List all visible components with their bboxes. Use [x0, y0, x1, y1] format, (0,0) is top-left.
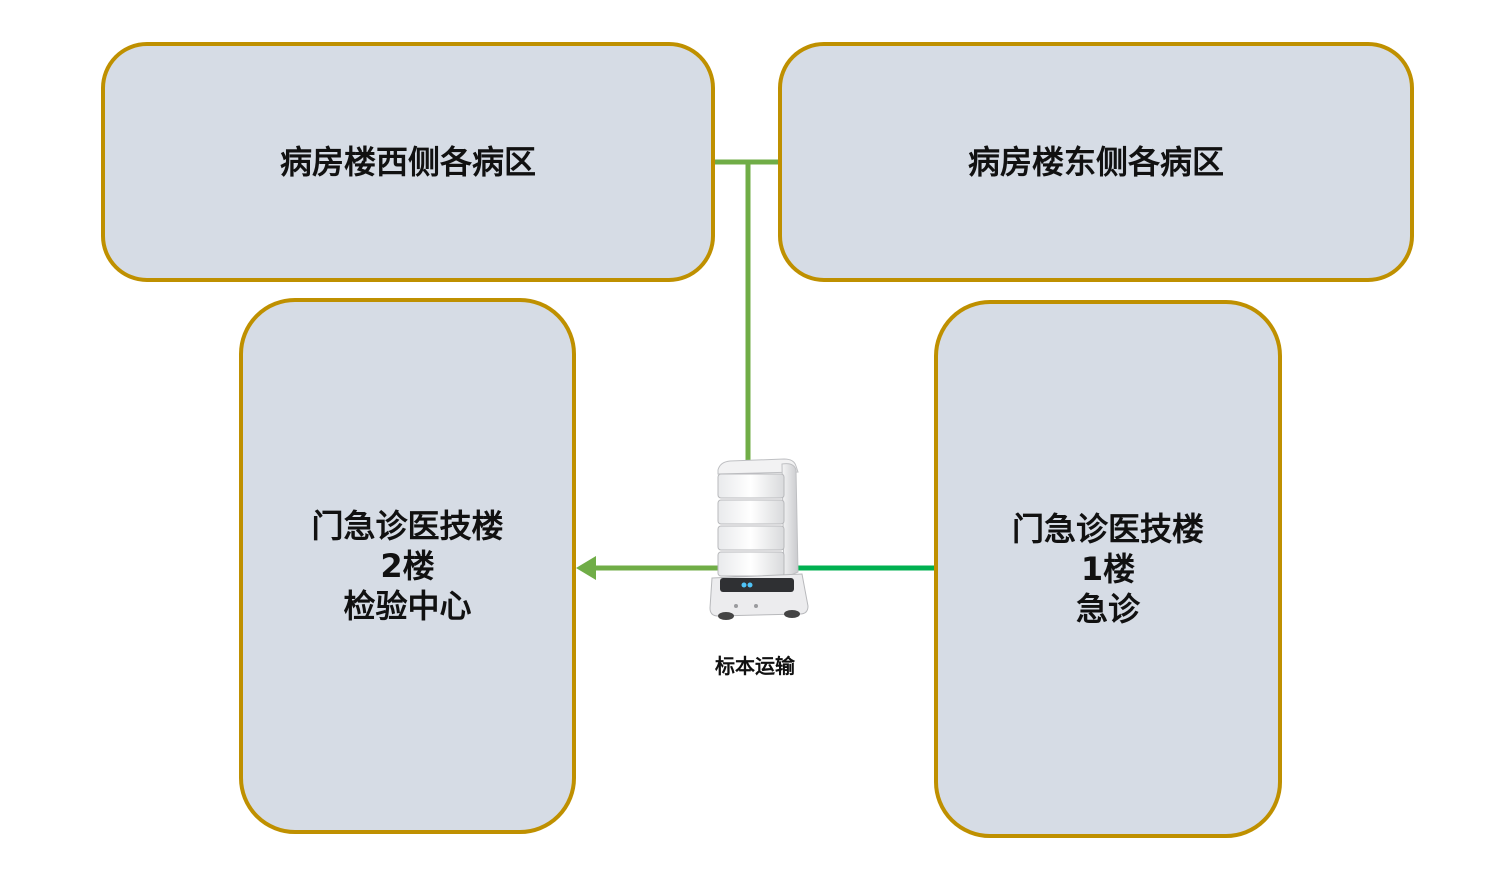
lab-center-label: 门急诊医技楼 2楼 检验中心 — [311, 506, 503, 626]
ward-east-node: 病房楼东侧各病区 — [778, 42, 1414, 282]
lab-center-line-1: 门急诊医技楼 — [311, 507, 504, 545]
emergency-node: 门急诊医技楼 1楼 急诊 — [934, 300, 1282, 838]
lab-center-line-3: 检验中心 — [343, 587, 472, 625]
lab-center-node: 门急诊医技楼 2楼 检验中心 — [239, 298, 576, 834]
ward-west-label-text: 病房楼西侧各病区 — [279, 143, 536, 181]
delivery-robot-icon — [709, 458, 809, 620]
ward-west-label: 病房楼西侧各病区 — [280, 142, 536, 182]
robot-caption: 标本运输 — [715, 654, 795, 678]
ward-east-label: 病房楼东侧各病区 — [968, 142, 1224, 182]
emergency-label: 门急诊医技楼 1楼 急诊 — [1012, 509, 1204, 629]
emergency-line-2: 1楼 — [1080, 550, 1136, 588]
lab-center-line-2: 2楼 — [380, 547, 435, 585]
emergency-line-3: 急诊 — [1075, 590, 1140, 628]
ward-west-node: 病房楼西侧各病区 — [101, 42, 715, 282]
emergency-line-1: 门急诊医技楼 — [1011, 510, 1204, 548]
lab-arrowhead — [576, 556, 596, 580]
ward-east-label-text: 病房楼东侧各病区 — [967, 143, 1224, 181]
